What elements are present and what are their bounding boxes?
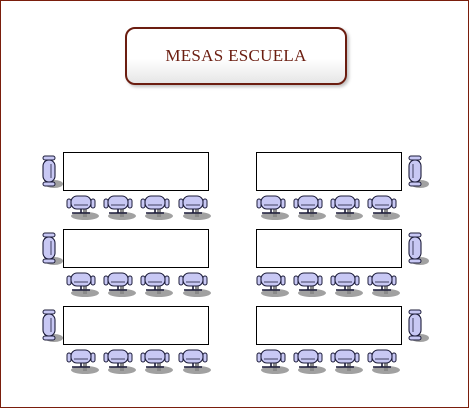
office-chair-side-icon-2 [408,155,429,188]
desk-left-row-2 [63,229,209,268]
office-chair-icon-14 [293,272,326,297]
office-chair-icon-5 [256,195,289,220]
office-chair-icon-21 [256,349,289,374]
office-chair-side-icon-4 [408,232,429,265]
desk-right-row-3 [256,306,402,345]
office-chair-icon-16 [367,272,400,297]
office-chair-icon-10 [103,272,136,297]
office-chair-icon-3 [140,195,173,220]
office-chair-icon-6 [293,195,326,220]
office-chair-icon-8 [367,195,400,220]
office-chair-icon-12 [178,272,211,297]
office-chair-side-icon-3 [42,232,63,265]
office-chair-side-icon-1 [42,155,63,188]
office-chair-icon-13 [256,272,289,297]
office-chair-icon-17 [66,349,99,374]
office-chair-icon-18 [103,349,136,374]
office-chair-icon-19 [140,349,173,374]
office-chair-icon-20 [178,349,211,374]
office-chair-icon-11 [140,272,173,297]
office-chair-icon-4 [178,195,211,220]
office-chair-icon-7 [330,195,363,220]
office-chair-icon-24 [367,349,400,374]
office-chair-icon-2 [103,195,136,220]
office-chair-icon-23 [330,349,363,374]
office-chair-icon-22 [293,349,326,374]
office-chair-icon-15 [330,272,363,297]
desk-left-row-1 [63,152,209,191]
desk-right-row-2 [256,229,402,268]
title-box: MESAS ESCUELA [125,27,347,85]
office-chair-side-icon-6 [408,309,429,342]
office-chair-icon-1 [66,195,99,220]
page-title: MESAS ESCUELA [165,46,307,65]
desk-right-row-1 [256,152,402,191]
office-chair-side-icon-5 [42,309,63,342]
office-chair-icon-9 [66,272,99,297]
desk-left-row-3 [63,306,209,345]
